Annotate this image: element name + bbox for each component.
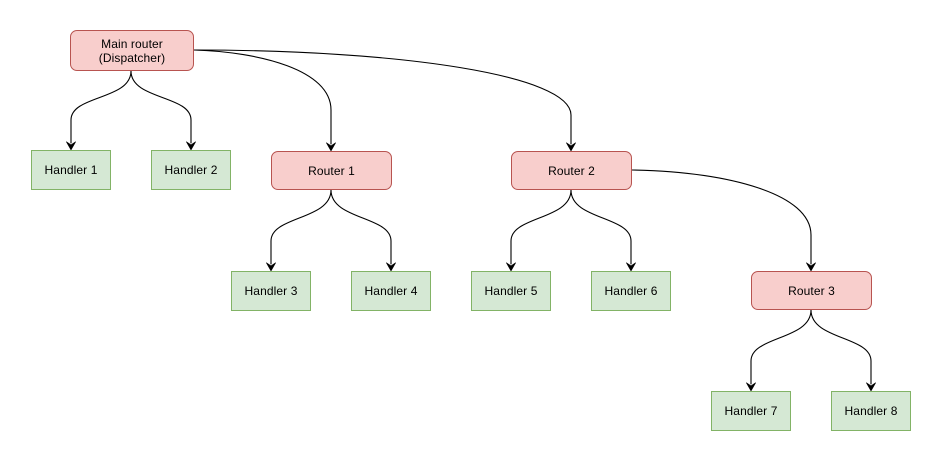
node-handler3[interactable]: Handler 3 bbox=[231, 271, 311, 311]
node-label: Handler 5 bbox=[484, 284, 538, 298]
node-handler6[interactable]: Handler 6 bbox=[591, 271, 671, 311]
node-router1[interactable]: Router 1 bbox=[271, 151, 392, 190]
node-label: Router 1 bbox=[308, 163, 355, 178]
edge-router2-to-handler5 bbox=[506, 189, 572, 272]
edge-main-router-to-router1 bbox=[193, 49, 336, 152]
edge-line bbox=[631, 169, 812, 265]
edge-line bbox=[270, 189, 332, 265]
node-handler1[interactable]: Handler 1 bbox=[31, 150, 111, 190]
edge-line bbox=[193, 49, 332, 145]
node-handler2[interactable]: Handler 2 bbox=[151, 150, 231, 190]
edge-line bbox=[130, 70, 192, 144]
node-label: Handler 1 bbox=[44, 163, 98, 177]
edge-line bbox=[510, 189, 572, 265]
node-label: Handler 4 bbox=[364, 284, 418, 298]
node-label: Handler 6 bbox=[604, 284, 658, 298]
edge-router2-to-router3 bbox=[631, 169, 816, 272]
edge-line bbox=[70, 70, 132, 144]
node-label: Handler 7 bbox=[724, 404, 778, 418]
edge-line bbox=[570, 189, 632, 265]
node-handler7[interactable]: Handler 7 bbox=[711, 391, 791, 431]
edge-main-router-to-handler1 bbox=[66, 70, 132, 151]
node-label: Router 2 bbox=[548, 163, 595, 178]
edge-main-router-to-handler2 bbox=[130, 70, 196, 151]
edge-router3-to-handler7 bbox=[746, 309, 812, 392]
node-router3[interactable]: Router 3 bbox=[751, 271, 872, 310]
node-handler5[interactable]: Handler 5 bbox=[471, 271, 551, 311]
arrow-head-icon bbox=[186, 141, 196, 151]
edge-router2-to-handler6 bbox=[570, 189, 636, 272]
node-handler8[interactable]: Handler 8 bbox=[831, 391, 911, 431]
node-label: Handler 2 bbox=[164, 163, 218, 177]
edge-router1-to-handler4 bbox=[330, 189, 396, 272]
edge-router3-to-handler8 bbox=[810, 309, 876, 392]
arrow-head-icon bbox=[626, 262, 636, 272]
node-label: Router 3 bbox=[788, 283, 835, 298]
arrow-head-icon bbox=[506, 262, 516, 272]
edge-line bbox=[330, 189, 392, 265]
node-label: Main router (Dispatcher) bbox=[98, 36, 166, 65]
edge-line bbox=[193, 49, 572, 145]
node-main-router[interactable]: Main router (Dispatcher) bbox=[70, 30, 194, 71]
arrow-head-icon bbox=[386, 262, 396, 272]
arrow-head-icon bbox=[806, 262, 816, 272]
node-label: Handler 8 bbox=[844, 404, 898, 418]
arrow-head-icon bbox=[266, 262, 276, 272]
arrow-head-icon bbox=[326, 142, 336, 152]
edge-line bbox=[750, 309, 812, 385]
arrow-head-icon bbox=[66, 141, 76, 151]
arrow-head-icon bbox=[566, 142, 576, 152]
arrow-head-icon bbox=[746, 382, 756, 392]
edge-router1-to-handler3 bbox=[266, 189, 332, 272]
node-router2[interactable]: Router 2 bbox=[511, 151, 632, 190]
arrow-head-icon bbox=[866, 382, 876, 392]
node-handler4[interactable]: Handler 4 bbox=[351, 271, 431, 311]
edge-line bbox=[810, 309, 872, 385]
node-label: Handler 3 bbox=[244, 284, 298, 298]
edge-main-router-to-router2 bbox=[193, 49, 576, 152]
